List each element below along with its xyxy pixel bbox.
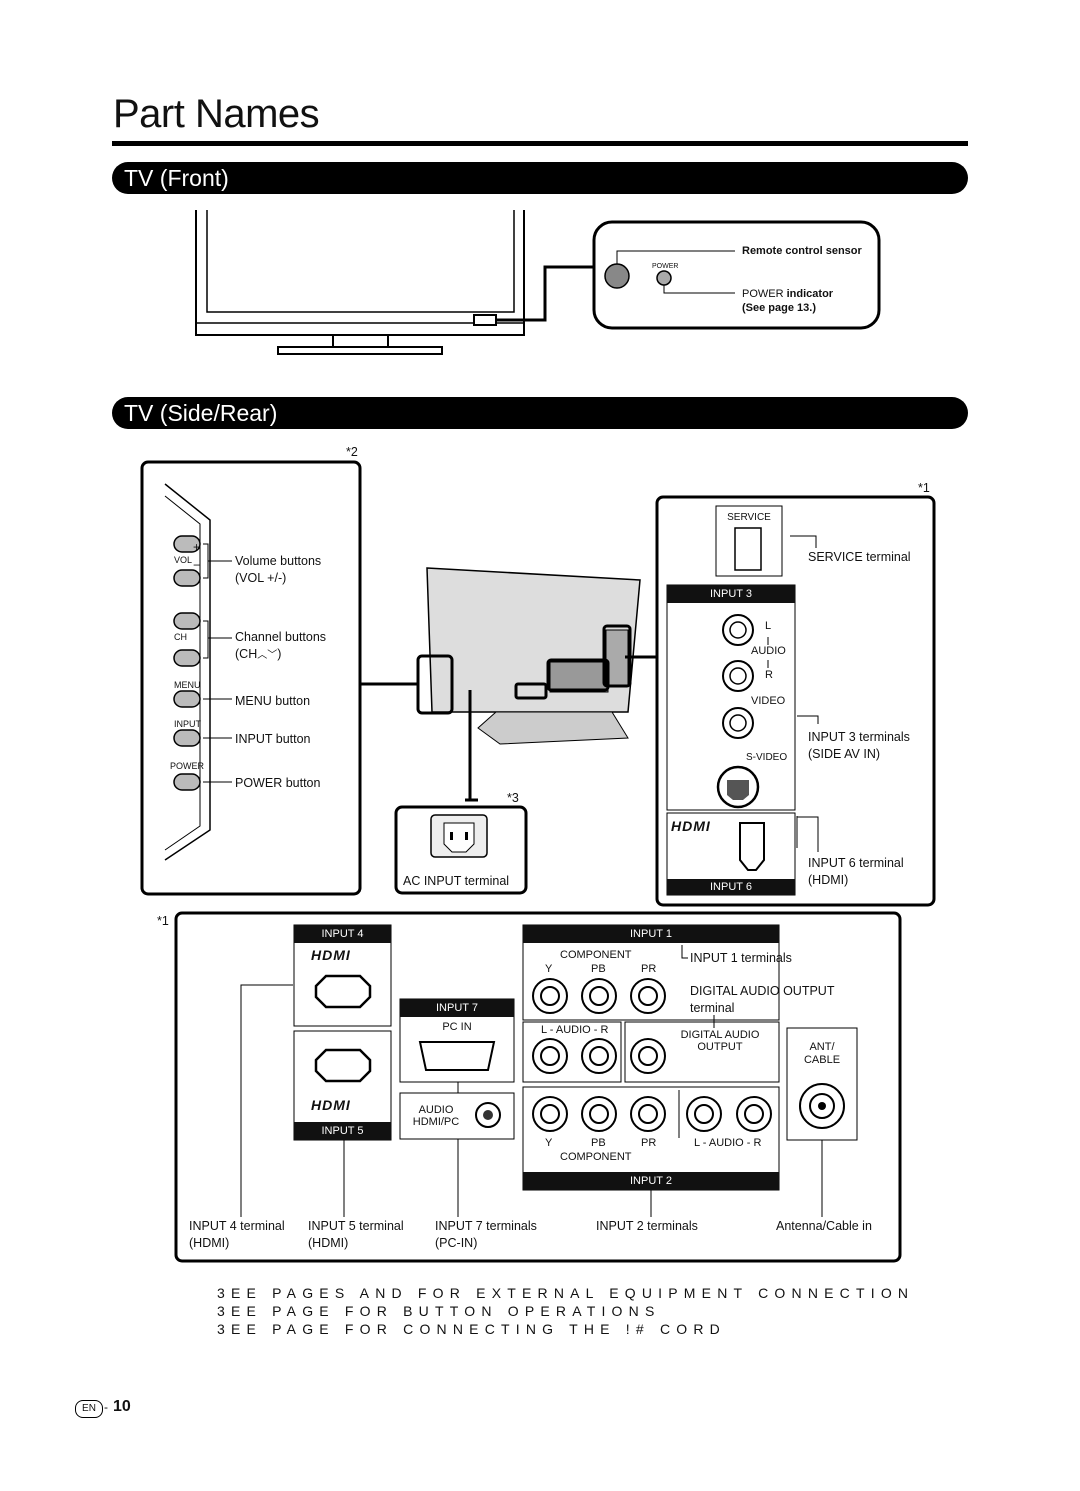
input3-terminals-label: INPUT 3 terminals xyxy=(808,730,910,744)
input7-badge: INPUT 7 xyxy=(436,1002,478,1014)
channel-buttons-label: Channel buttons xyxy=(235,630,327,644)
digital-audio-line1: DIGITAL AUDIO xyxy=(680,1029,760,1041)
section-bar-front: TV (Front) xyxy=(112,162,968,194)
input2-terminals-label: INPUT 2 terminals xyxy=(596,1219,698,1233)
input6-badge: INPUT 6 xyxy=(710,881,752,893)
ant-cable-box-label: ANT/CABLE xyxy=(787,1041,857,1067)
power-indicator-label-a: POWER xyxy=(742,288,784,300)
menu-small-label: MENU xyxy=(174,680,201,690)
hdmi-logo-side: HDMI xyxy=(671,818,711,834)
section-bar-side-rear: TV (Side/Rear) xyxy=(112,397,968,429)
input4-terminal-label: INPUT 4 terminal xyxy=(189,1219,285,1233)
pc-in-label: PC IN xyxy=(442,1021,472,1033)
l-audio-r-label-bottom: L - AUDIO - R xyxy=(694,1137,762,1149)
video-label: VIDEO xyxy=(751,695,786,707)
pb-label-top: PB xyxy=(591,963,606,975)
hdmi-logo-input4: HDMI xyxy=(311,947,351,963)
vol-minus-label: − xyxy=(193,558,201,572)
y-label-bottom: Y xyxy=(545,1137,553,1149)
input-small-label: INPUT xyxy=(174,719,201,729)
l-audio-r-label-top: L - AUDIO - R xyxy=(541,1024,609,1036)
page-title: Part Names xyxy=(113,92,320,136)
audio-l-label: L xyxy=(765,620,772,632)
input1-badge: INPUT 1 xyxy=(630,928,672,940)
audio-label: AUDIO xyxy=(751,645,786,657)
input2-badge: INPUT 2 xyxy=(630,1175,672,1187)
page-number: 10 xyxy=(113,1398,131,1415)
remote-sensor-dot xyxy=(604,263,630,289)
section-title-side-rear: TV (Side/Rear) xyxy=(124,400,278,426)
marker-1-right: *1 xyxy=(918,481,930,495)
pb-label-bottom: PB xyxy=(591,1137,606,1149)
section-title-front: TV (Front) xyxy=(124,165,229,191)
input7-pcin-label: (PC-IN) xyxy=(435,1236,478,1250)
side-av-label: (SIDE AV IN) xyxy=(808,747,881,761)
power-button-label: POWER button xyxy=(235,776,321,790)
see-page-label: (See page 13.) xyxy=(742,302,816,314)
input5-badge: INPUT 5 xyxy=(321,1125,364,1137)
input5-hdmi-label: (HDMI) xyxy=(308,1236,349,1250)
language-badge: EN xyxy=(75,1400,103,1418)
input7-terminals-label: INPUT 7 terminals xyxy=(435,1219,537,1233)
volume-buttons-label: Volume buttons xyxy=(235,554,322,568)
title-rule xyxy=(112,141,968,146)
note-line-3: 3EE PAGE FOR CONNECTING THE !# CORD xyxy=(217,1321,726,1337)
ac-input-label: AC INPUT terminal xyxy=(403,874,510,888)
note-line-1: 3EE PAGES AND FOR EXTERNAL EQUIPMENT CON… xyxy=(217,1285,915,1301)
input6-terminal-label: INPUT 6 terminal xyxy=(808,856,904,870)
input-button-label: INPUT button xyxy=(235,732,311,746)
marker-1-left: *1 xyxy=(157,914,169,928)
hdmi-logo-input5: HDMI xyxy=(311,1097,351,1113)
chevron-up-down-icon: ︿﹀ xyxy=(257,650,278,661)
menu-button-label: MENU button xyxy=(235,694,311,708)
front-detail-callout xyxy=(592,220,881,330)
volume-buttons-sub: (VOL +/-) xyxy=(235,571,287,585)
digital-audio-output-terminal: terminal xyxy=(690,1001,735,1015)
vol-small-label: VOL xyxy=(174,555,193,565)
component-label-top: COMPONENT xyxy=(560,949,632,961)
power-small-label: POWER xyxy=(170,761,205,771)
component-label-bottom: COMPONENT xyxy=(560,1151,632,1163)
tv-rear-illustration xyxy=(426,567,641,745)
svideo-label: S-VIDEO xyxy=(746,752,788,763)
power-led-dot xyxy=(656,270,672,286)
note-line-2: 3EE PAGE FOR BUTTON OPERATIONS xyxy=(217,1303,661,1319)
input3-badge: INPUT 3 xyxy=(710,588,752,600)
antenna-cable-label: Antenna/Cable in xyxy=(776,1219,872,1233)
remote-sensor-label: Remote control sensor xyxy=(742,245,862,257)
digital-audio-line2: OUTPUT xyxy=(697,1041,743,1053)
digital-audio-output-label: DIGITAL AUDIO OUTPUT xyxy=(690,984,835,998)
pr-label-top: PR xyxy=(641,963,657,975)
front-power-small-label: POWER xyxy=(652,263,679,270)
input6-hdmi-label: (HDMI) xyxy=(808,873,849,887)
input4-hdmi-label: (HDMI) xyxy=(189,1236,230,1250)
footer-dash: - xyxy=(104,1400,108,1414)
audio-hdmi-pc-line2: HDMI/PC xyxy=(412,1116,460,1128)
pr-label-bottom: PR xyxy=(641,1137,657,1149)
ant-line2: CABLE xyxy=(803,1054,841,1066)
audio-r-label: R xyxy=(765,669,773,681)
ch-small-label: CH xyxy=(174,632,187,642)
marker-3: *3 xyxy=(507,791,519,805)
marker-2-top: *2 xyxy=(346,445,358,459)
input1-terminals-label: INPUT 1 terminals xyxy=(690,951,792,965)
y-label-top: Y xyxy=(545,963,553,975)
ant-line1: ANT/ xyxy=(809,1041,835,1053)
channel-buttons-sub: (CH xyxy=(235,647,258,661)
channel-buttons-sub-end: ) xyxy=(277,647,282,661)
tv-front-illustration xyxy=(195,210,596,355)
audio-hdmi-pc-line1: AUDIO xyxy=(418,1104,454,1116)
input5-terminal-label: INPUT 5 terminal xyxy=(308,1219,404,1233)
side-buttons-panel xyxy=(140,460,362,896)
input4-badge: INPUT 4 xyxy=(321,928,364,940)
service-small-label: SERVICE xyxy=(727,512,771,523)
service-terminal-label: SERVICE terminal xyxy=(808,550,911,564)
vol-plus-label: + xyxy=(193,540,201,554)
power-indicator-label-b: indicator xyxy=(786,288,834,300)
